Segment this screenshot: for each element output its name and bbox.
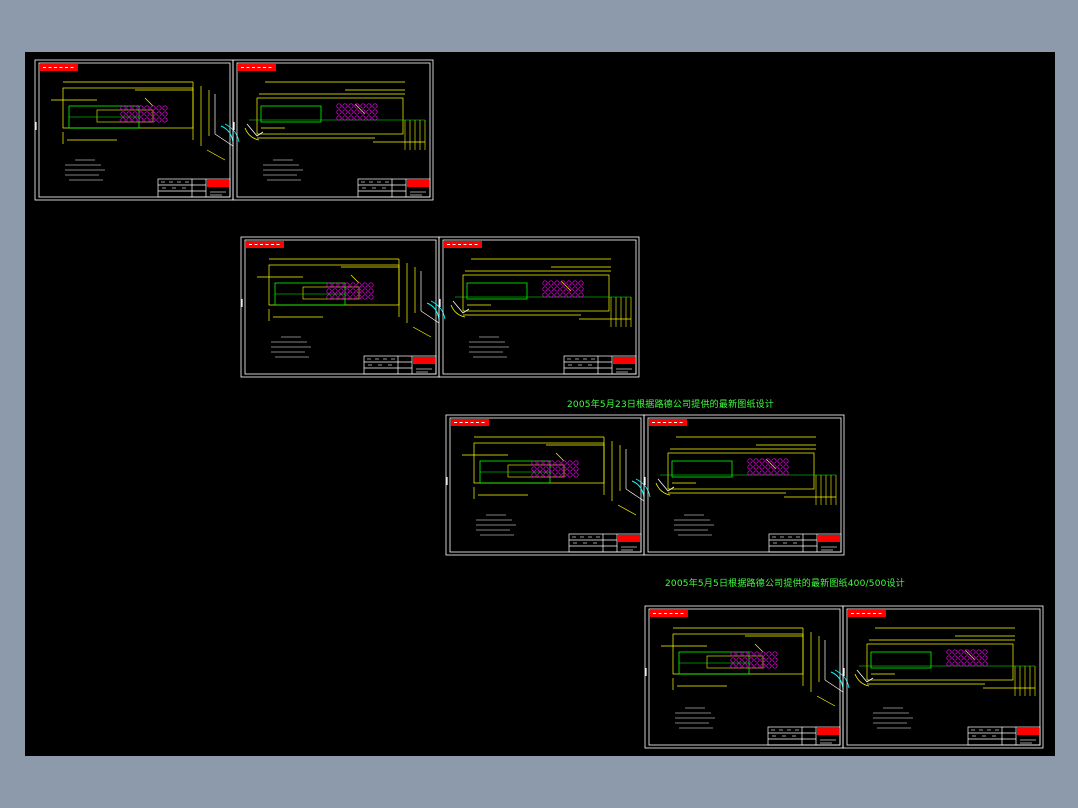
title-block-logo (817, 728, 839, 735)
sheet-title-tag (650, 610, 688, 617)
title-block-logo (407, 180, 429, 187)
technical-notes (271, 336, 311, 358)
bracket-detail (617, 445, 651, 516)
sheet-inner-frame (449, 417, 642, 553)
hole-pattern (336, 103, 378, 121)
drawing-sheet-sheet-1b (232, 59, 434, 201)
drawing-sheet-sheet-3b (643, 414, 845, 556)
drawing-sheet-sheet-1a (34, 59, 240, 201)
title-block (768, 533, 842, 553)
technical-notes (65, 159, 105, 181)
cad-model-space[interactable]: 2005年5月23日根据路德公司提供的最新图纸设计 2005年5月5日根据路德公… (25, 52, 1055, 756)
bracket-detail (412, 267, 446, 338)
bracket-detail (206, 90, 240, 161)
technical-notes (476, 514, 516, 536)
hole-pattern (120, 105, 168, 123)
bracket-detail (816, 636, 850, 707)
sheet-title-tag (451, 419, 489, 426)
technical-notes (469, 336, 509, 358)
title-block (563, 355, 637, 375)
sheet-title-tag (246, 241, 284, 248)
hole-pattern (730, 651, 778, 669)
sheet-inner-frame (38, 62, 231, 198)
title-block-logo (207, 180, 229, 187)
drawing-canvas (34, 59, 1044, 749)
title-block (363, 355, 437, 375)
sheet-inner-frame (244, 239, 437, 375)
plate-outline (260, 105, 322, 123)
drawing-sheet-sheet-2a (240, 236, 446, 378)
chamfer-detail (854, 669, 874, 687)
dimension-lines (462, 258, 632, 327)
dimension-lines (866, 627, 1036, 696)
technical-notes (263, 159, 303, 181)
dimension-lines (257, 258, 408, 323)
sheet-inner-frame (846, 608, 1041, 746)
chamfer-detail (244, 123, 264, 141)
hole-pattern (326, 282, 374, 300)
sheet-title-tag (444, 241, 482, 248)
title-block-logo (818, 535, 840, 542)
dimension-lines (661, 627, 812, 692)
plate-outline (870, 651, 932, 669)
title-block (767, 726, 841, 746)
plate-outline (466, 282, 528, 300)
drawing-sheet-sheet-2b (438, 236, 640, 378)
chamfer-detail (450, 300, 470, 318)
hole-pattern (747, 458, 789, 476)
title-block-logo (618, 535, 640, 542)
title-block (568, 533, 642, 553)
technical-notes (674, 514, 714, 536)
sheet-outer-frame (842, 605, 1044, 749)
hole-pattern (946, 649, 988, 667)
sheet-outer-frame (643, 414, 845, 556)
sheet-outer-frame (438, 236, 640, 378)
drawing-sheet-sheet-4b (842, 605, 1044, 749)
sheet-title-tag (238, 64, 276, 71)
sheet-title-tag (848, 610, 886, 617)
sheet-title-tag (649, 419, 687, 426)
revision-note-may-5: 2005年5月5日根据路德公司提供的最新图纸400/500设计 (665, 579, 905, 589)
title-block (967, 726, 1041, 746)
title-block-logo (613, 357, 635, 364)
title-block (357, 178, 431, 198)
technical-notes (675, 707, 715, 729)
sheet-inner-frame (648, 608, 841, 746)
dimension-lines (667, 436, 837, 505)
dimension-lines (462, 436, 613, 501)
chamfer-detail (655, 478, 675, 496)
title-block-logo (1017, 728, 1039, 735)
sheet-inner-frame (647, 417, 842, 553)
dimension-lines (51, 81, 202, 146)
hole-pattern (542, 280, 584, 298)
sheet-inner-frame (442, 239, 637, 375)
plate-outline (671, 460, 733, 478)
sheet-outer-frame (232, 59, 434, 201)
technical-notes (873, 707, 913, 729)
title-block-logo (413, 357, 435, 364)
hole-pattern (531, 460, 579, 478)
drawing-sheet-sheet-3a (445, 414, 651, 556)
dimension-lines (256, 81, 426, 150)
revision-note-may-23: 2005年5月23日根据路德公司提供的最新图纸设计 (567, 400, 775, 410)
title-block (157, 178, 231, 198)
sheet-inner-frame (236, 62, 431, 198)
drawing-sheet-sheet-4a (644, 605, 850, 749)
sheet-title-tag (40, 64, 78, 71)
